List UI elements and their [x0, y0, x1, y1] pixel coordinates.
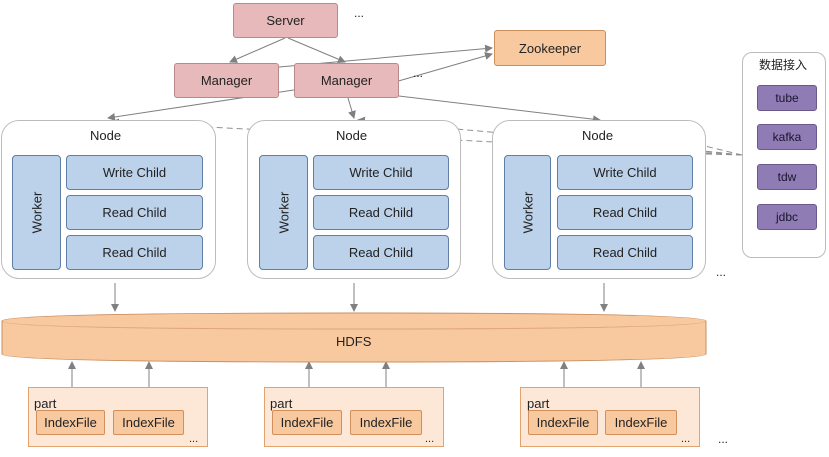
- child-label: Write Child: [593, 165, 657, 180]
- part-ellipsis: ...: [425, 433, 435, 445]
- read-child-box: Read Child: [557, 195, 693, 230]
- index-file-box: IndexFile: [113, 410, 184, 435]
- worker-box: Worker: [504, 155, 551, 270]
- server-box: Server: [233, 3, 338, 38]
- index-file-box: IndexFile: [605, 410, 677, 435]
- part-label: part: [270, 396, 293, 411]
- read-child-box: Read Child: [66, 235, 203, 270]
- manager-box-1: Manager: [174, 63, 279, 98]
- manager-label: Manager: [320, 73, 373, 88]
- server-label: Server: [266, 13, 305, 28]
- read-child-box: Read Child: [313, 235, 449, 270]
- index-file-box: IndexFile: [350, 410, 422, 435]
- index-file-label: IndexFile: [122, 415, 175, 430]
- write-child-box: Write Child: [557, 155, 693, 190]
- manager-2-to-zookeeper: [394, 52, 493, 83]
- child-label: Write Child: [102, 165, 167, 180]
- write-child-box: Write Child: [313, 155, 449, 190]
- source-tube: tube: [757, 85, 817, 111]
- part-label: part: [34, 396, 57, 411]
- child-label: Write Child: [349, 165, 413, 180]
- data-sources-title: 数据接入: [759, 58, 808, 72]
- worker-box: Worker: [259, 155, 308, 270]
- child-label: Read Child: [592, 245, 658, 260]
- zookeeper-label: Zookeeper: [518, 40, 582, 56]
- part-label: part: [527, 396, 550, 411]
- index-file-label: IndexFile: [536, 415, 590, 430]
- write-child-box: Write Child: [66, 155, 203, 190]
- child-label: Read Child: [102, 205, 167, 220]
- child-label: Read Child: [102, 245, 167, 260]
- source-jdbc: jdbc: [757, 204, 817, 230]
- read-child-box: Read Child: [313, 195, 449, 230]
- child-label: Read Child: [348, 245, 414, 260]
- source-label: tube: [775, 91, 799, 105]
- child-label: Read Child: [592, 205, 658, 220]
- index-file-box: IndexFile: [272, 410, 342, 435]
- source-kafka: kafka: [757, 124, 817, 150]
- index-file-label: IndexFile: [614, 415, 668, 430]
- server-ellipsis: ...: [354, 6, 365, 20]
- node-title: Node: [90, 128, 122, 143]
- index-file-label: IndexFile: [44, 415, 97, 430]
- manager-to-node-1: [107, 85, 321, 121]
- parts-ellipsis: ...: [718, 432, 729, 446]
- node-title: Node: [336, 128, 368, 143]
- source-label: kafka: [772, 130, 802, 144]
- hdfs-label: HDFS: [336, 334, 372, 349]
- managers-ellipsis: ...: [413, 66, 424, 80]
- child-label: Read Child: [348, 205, 414, 220]
- server-to-manager-2: [287, 37, 346, 63]
- read-child-box: Read Child: [557, 235, 693, 270]
- index-file-label: IndexFile: [359, 415, 413, 430]
- source-tdw: tdw: [757, 164, 817, 190]
- manager-box-2: Manager: [294, 63, 399, 98]
- read-child-box: Read Child: [66, 195, 203, 230]
- source-to-node-3: [605, 119, 743, 156]
- node-title: Node: [582, 128, 614, 143]
- part-ellipsis: ...: [681, 433, 691, 445]
- manager-label: Manager: [200, 73, 253, 88]
- source-label: tdw: [777, 170, 797, 184]
- zookeeper-box: Zookeeper: [494, 30, 606, 66]
- part-ellipsis: ...: [189, 433, 199, 445]
- source-label: jdbc: [775, 210, 798, 224]
- index-file-label: IndexFile: [280, 415, 334, 430]
- index-file-box: IndexFile: [528, 410, 598, 435]
- manager-to-node-2: [347, 97, 356, 119]
- worker-box: Worker: [12, 155, 61, 270]
- index-file-box: IndexFile: [36, 410, 105, 435]
- nodes-ellipsis: ...: [716, 265, 727, 279]
- server-to-manager-1: [229, 37, 286, 63]
